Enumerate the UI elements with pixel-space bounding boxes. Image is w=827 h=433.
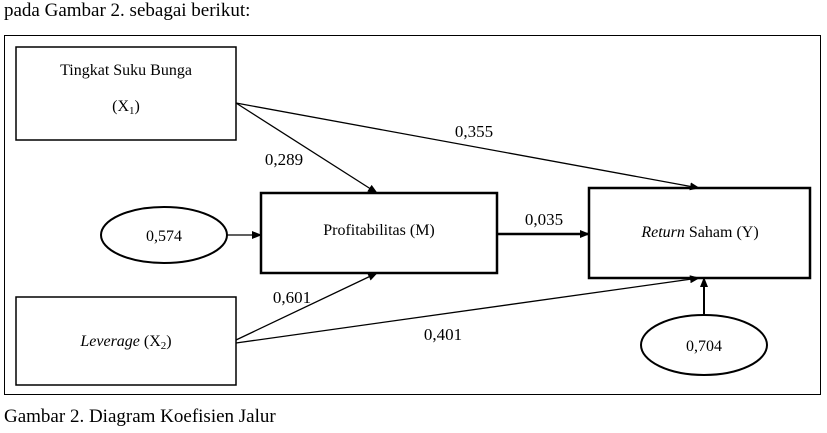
box-x1 [15, 46, 237, 141]
error-y-value: 0,704 [686, 338, 722, 355]
error-m-value: 0,574 [146, 228, 182, 245]
box-x2 [15, 296, 237, 386]
coef-x1-y: 0,355 [455, 122, 493, 141]
arrow-x1-m [235, 102, 378, 194]
m-label: Profitabilitas (M) [323, 222, 435, 239]
y-label: Return Saham (Y) [640, 224, 758, 241]
diagram-frame [4, 35, 821, 395]
coef-m-y: 0,035 [525, 210, 563, 229]
arrow-x2-m [235, 272, 378, 341]
coef-x1-m: 0,289 [265, 150, 303, 169]
x1-title: Tingkat Suku Bunga [60, 62, 192, 79]
figure-caption: Gambar 2. Diagram Koefisien Jalur [4, 406, 276, 427]
coef-x2-y: 0,401 [424, 325, 462, 344]
box-m [259, 191, 499, 275]
arrow-x2-y [235, 275, 700, 344]
x2-label: Leverage (X2) [79, 333, 171, 352]
x1-subtitle: (X1) [112, 98, 140, 117]
arrow-x1-y [235, 102, 700, 191]
intro-text: pada Gambar 2. sebagai berikut: [4, 0, 251, 21]
coef-x2-m: 0,601 [273, 288, 311, 307]
